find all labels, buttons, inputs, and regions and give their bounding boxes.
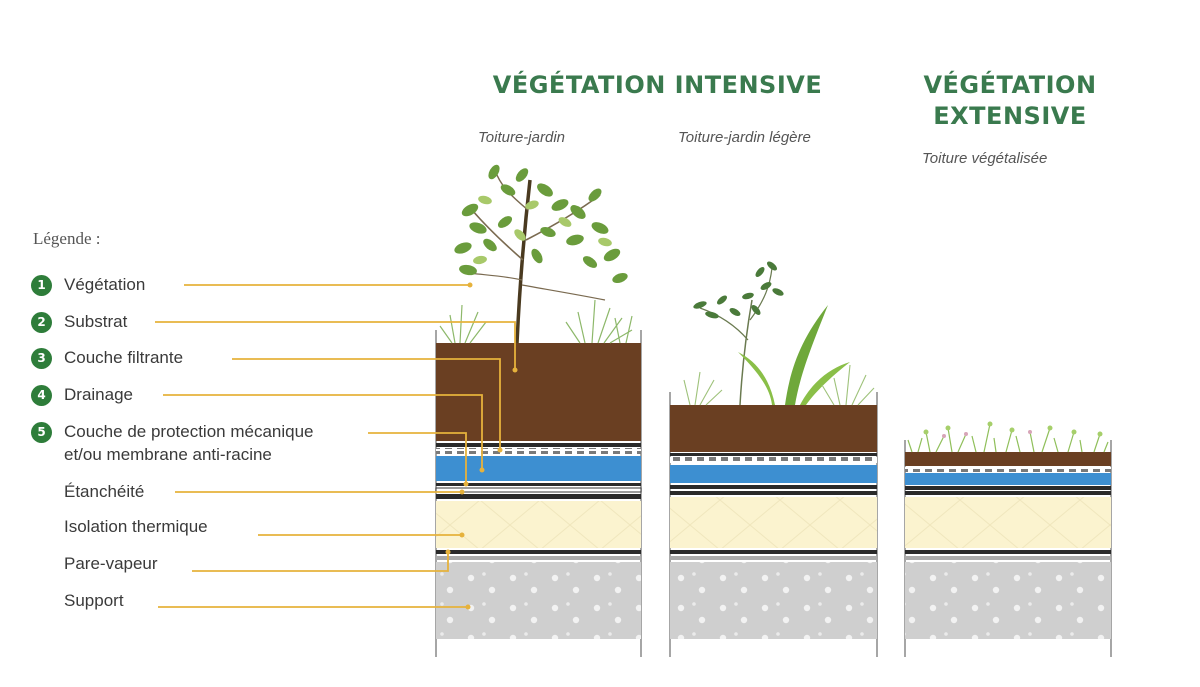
col2-filter-layer <box>670 457 877 463</box>
legend-number-4: 4 <box>31 385 52 406</box>
col1-filter-line <box>436 443 641 447</box>
legend-item-substrat: Substrat <box>64 312 128 331</box>
legend-item-vegetation: Végétation <box>64 275 146 294</box>
col2-vapor-barrier-base <box>670 556 877 560</box>
col2-waterproof-layer <box>670 485 877 489</box>
col3-insulation-layer <box>905 497 1111 548</box>
leader-substrat <box>155 321 516 370</box>
legend-item-protection-line2: et/ou membrane anti-racine <box>64 445 272 464</box>
legend-item-isolation-thermique: Isolation thermique <box>64 517 208 536</box>
col3-substrate-layer <box>905 452 1111 466</box>
col2-substrate-layer <box>670 405 877 452</box>
subtitle-toiture-vegetalisee: Toiture végétalisée <box>922 150 1048 167</box>
col3-waterproof-base <box>905 491 1111 495</box>
col1-waterproof-layer <box>435 487 642 493</box>
col2-drainage-layer <box>670 465 877 483</box>
legend-leader-lines <box>155 284 516 608</box>
heading-vegetation-extensive: VÉGÉTATION EXTENSIVE <box>900 70 1120 132</box>
col1-drainage-layer <box>436 456 641 481</box>
subtitle-toiture-jardin: Toiture-jardin <box>478 129 565 146</box>
legend-number-5: 5 <box>31 422 52 443</box>
col2-vapor-barrier-layer <box>670 550 877 554</box>
heading-extensive-line1: VÉGÉTATION <box>923 71 1097 99</box>
col2-insulation-layer <box>670 497 877 548</box>
leader-protection <box>368 432 467 484</box>
leader-pare-vapeur <box>192 552 449 572</box>
legend-number-1: 1 <box>31 275 52 296</box>
legend-number-2: 2 <box>31 312 52 333</box>
col1-tree <box>454 164 628 344</box>
col1-waterproof-base <box>436 494 641 499</box>
section-toiture-jardin-legere <box>669 261 878 657</box>
legend-number-3: 3 <box>31 348 52 369</box>
col2-waterproof-base <box>670 491 877 495</box>
col1-insulation-layer <box>436 501 641 548</box>
col1-filter-layer <box>436 448 641 454</box>
leader-drainage <box>163 394 483 470</box>
col2-support-layer <box>670 562 877 639</box>
col3-drainage-layer <box>905 473 1111 485</box>
col1-support-layer <box>436 562 641 639</box>
col3-waterproof-layer <box>905 486 1111 490</box>
col3-vapor-barrier-base <box>905 556 1111 560</box>
legend-item-etancheite: Étanchéité <box>64 482 145 501</box>
col1-vapor-barrier-base <box>436 556 641 560</box>
col2-plants <box>683 261 875 406</box>
leader-couche-filtrante <box>232 358 501 450</box>
legend-item-drainage: Drainage <box>64 385 133 404</box>
col3-sedum-plants <box>907 421 1109 453</box>
col3-support-layer <box>905 562 1111 639</box>
col1-vapor-barrier-layer <box>436 550 641 554</box>
legend-item-protection-line1: Couche de protection mécanique <box>64 422 314 441</box>
col2-filter-line <box>670 453 877 456</box>
col3-filter-layer <box>905 467 1111 472</box>
legend-item-support: Support <box>64 591 124 610</box>
section-toiture-vegetalisee <box>904 421 1112 657</box>
col1-protection-layer <box>436 483 641 486</box>
col3-vapor-barrier-layer <box>905 550 1111 554</box>
subtitle-toiture-jardin-legere: Toiture-jardin légère <box>678 129 811 146</box>
heading-extensive-line2: EXTENSIVE <box>933 102 1087 130</box>
legend-item-pare-vapeur: Pare-vapeur <box>64 554 158 573</box>
col1-substrate-layer <box>436 343 641 441</box>
section-toiture-jardin <box>435 164 642 657</box>
legend-title: Légende : <box>33 229 101 248</box>
col1-grasses <box>439 299 633 344</box>
heading-vegetation-intensive: VÉGÉTATION INTENSIVE <box>492 71 823 99</box>
leader-arrowheads <box>445 282 518 610</box>
legend-item-couche-filtrante: Couche filtrante <box>64 348 184 367</box>
